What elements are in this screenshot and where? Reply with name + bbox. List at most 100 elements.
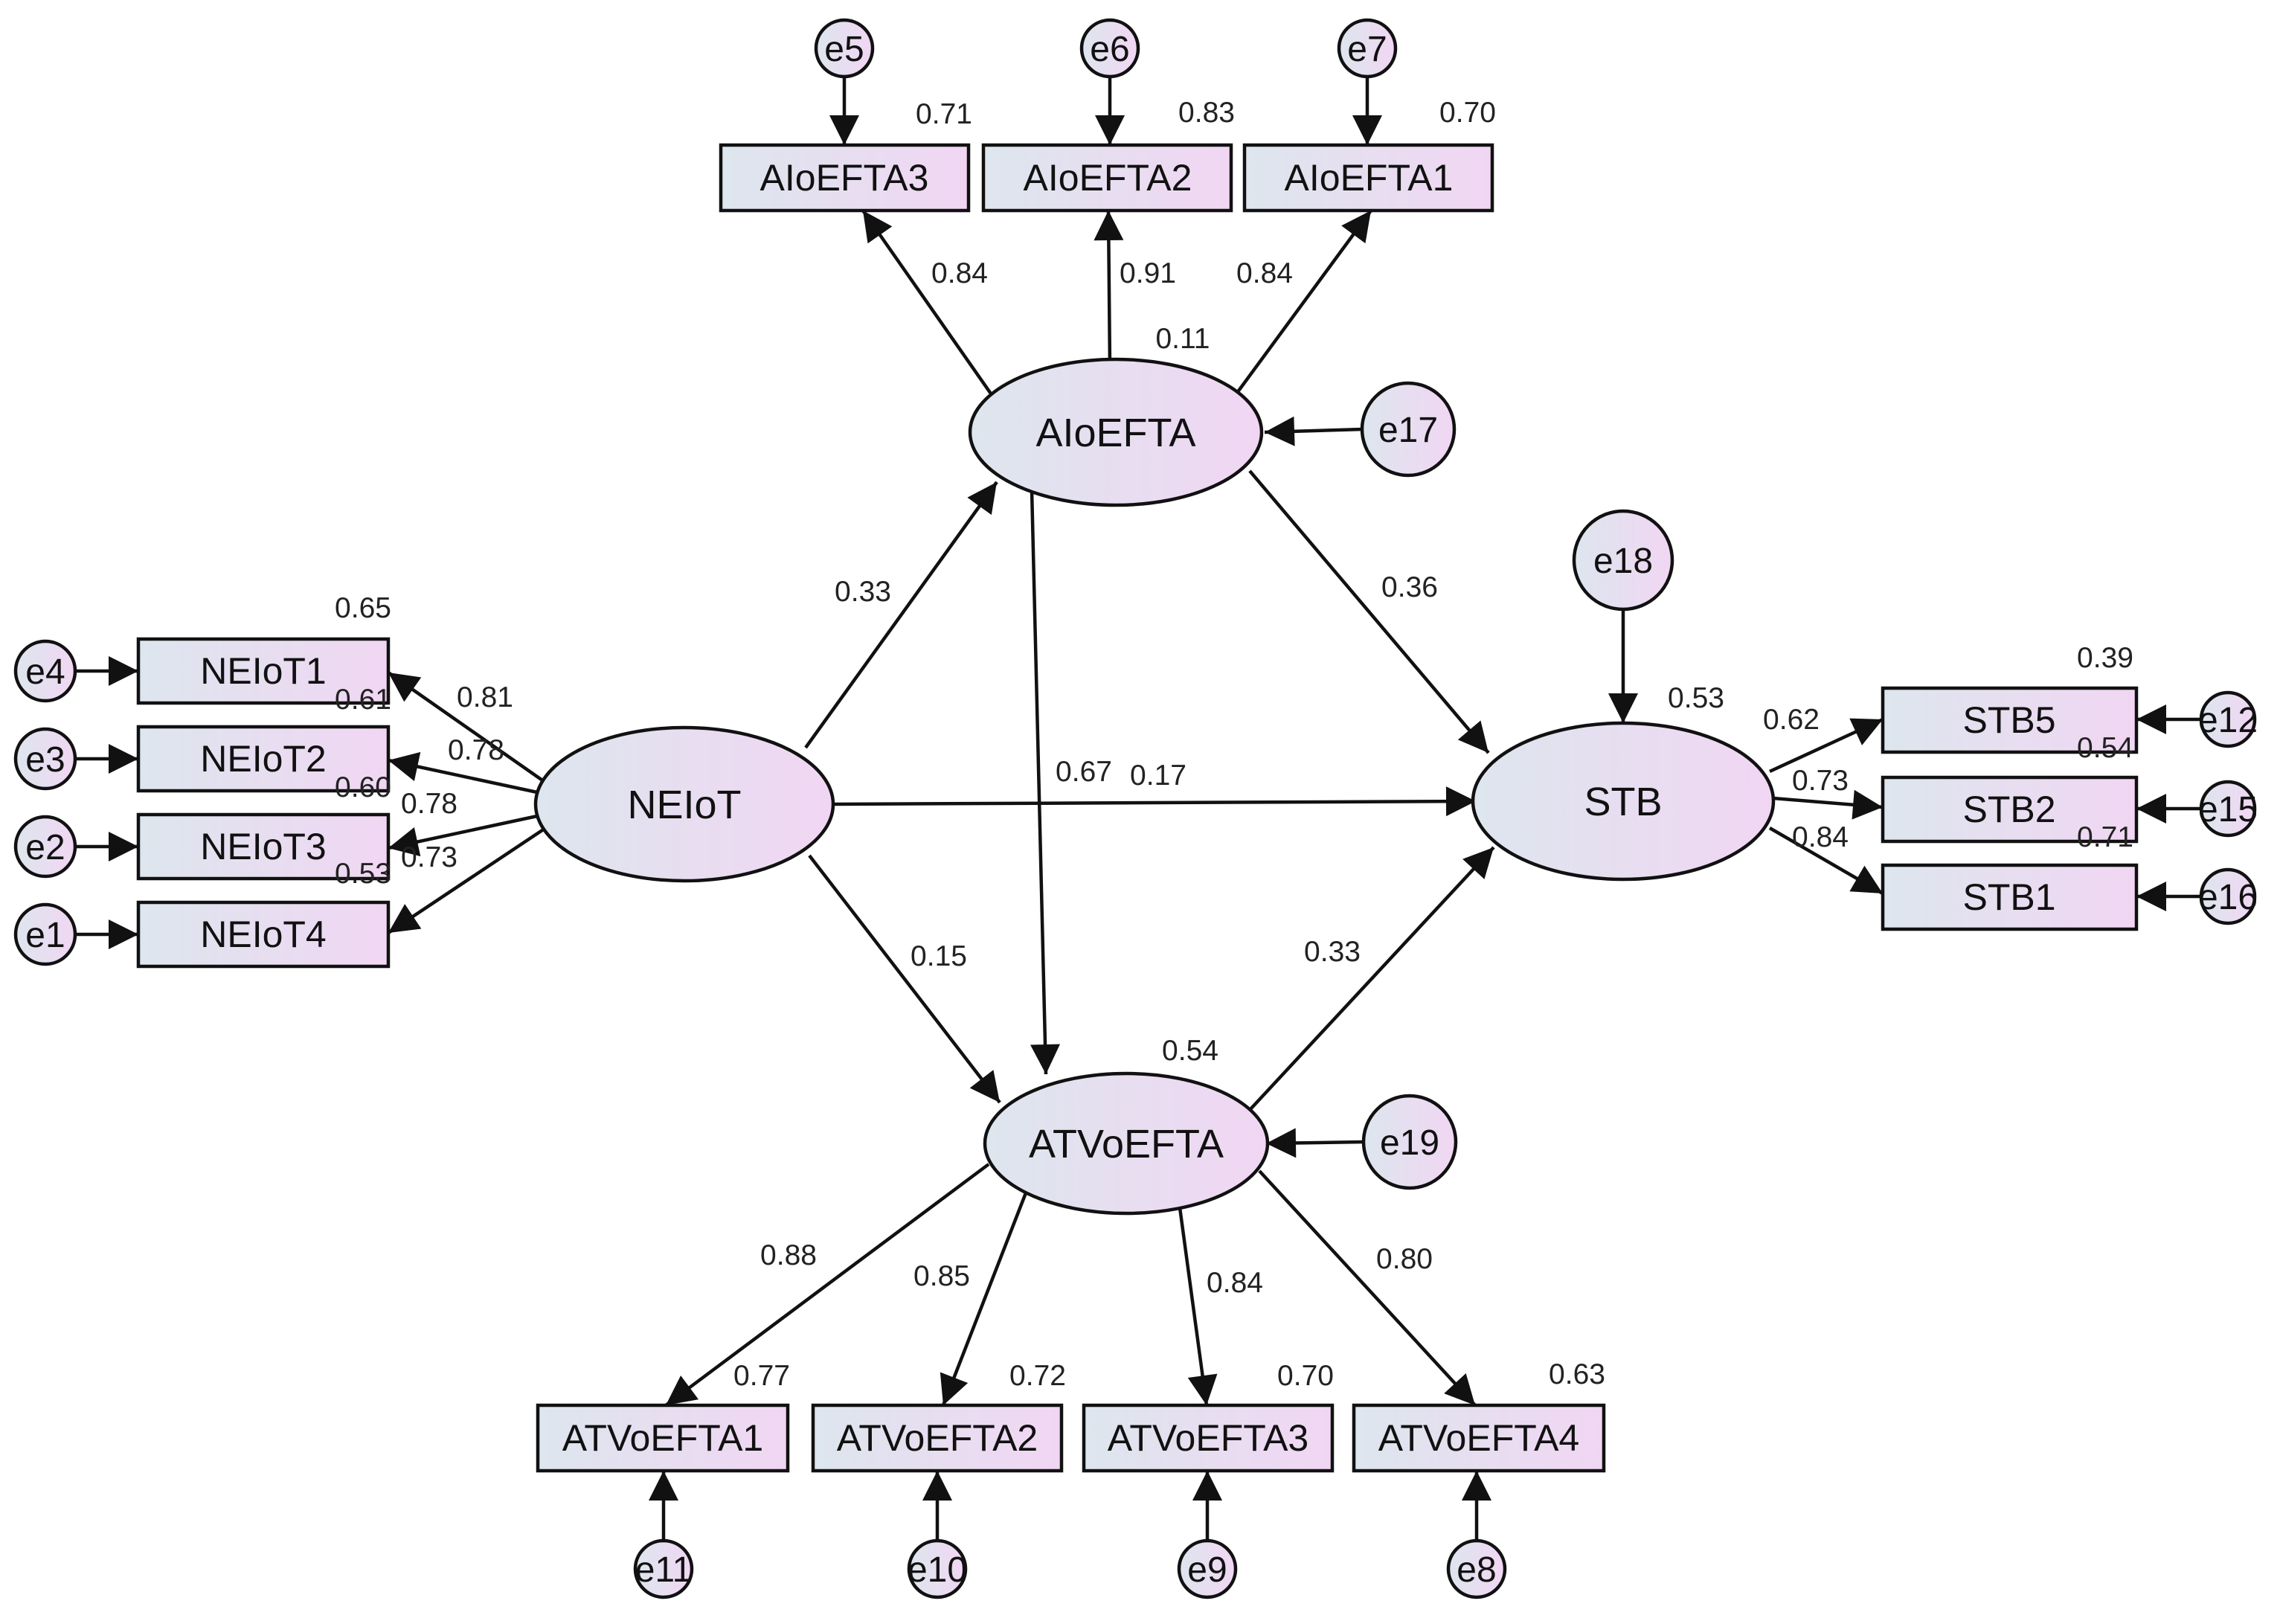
error-e4: e4 bbox=[13, 639, 77, 703]
observed-neiot4: NEIoT4 bbox=[136, 900, 391, 969]
observed-atvoefta1: ATVoEFTA1 bbox=[536, 1403, 790, 1473]
error-arrow-e19 bbox=[1265, 1128, 1364, 1158]
observed-aioefta3: AIoEFTA3 bbox=[719, 143, 971, 213]
observed-label: NEIoT2 bbox=[200, 738, 327, 780]
loading-stb5: 0.62 bbox=[1763, 704, 1820, 736]
observed-atvoefta2: ATVoEFTA2 bbox=[811, 1403, 1064, 1473]
rsq-atvoefta2: 0.72 bbox=[1009, 1360, 1066, 1392]
error-label: e9 bbox=[1187, 1550, 1227, 1590]
loading-neiot1: 0.81 bbox=[457, 681, 513, 713]
error-e12: e12 bbox=[2198, 690, 2258, 748]
loading-arrow-stb1 bbox=[1768, 827, 1884, 895]
coef-neiot-atvoefta: 0.15 bbox=[911, 940, 967, 972]
path-aioefta-stb bbox=[1248, 469, 1490, 754]
error-label: e7 bbox=[1347, 30, 1387, 69]
error-e19: e19 bbox=[1361, 1094, 1458, 1190]
loading-atvoefta3: 0.84 bbox=[1207, 1267, 1263, 1299]
loading-atvoefta2: 0.85 bbox=[913, 1260, 970, 1292]
error-label: e10 bbox=[908, 1550, 967, 1590]
error-e15: e15 bbox=[2198, 780, 2258, 838]
loading-arrow-atvoefta1 bbox=[664, 1163, 990, 1407]
error-e7: e7 bbox=[1337, 18, 1398, 79]
rsq-neiot1: 0.65 bbox=[335, 592, 391, 624]
observed-atvoefta4: ATVoEFTA4 bbox=[1352, 1403, 1606, 1473]
path-atvoefta-stb bbox=[1248, 846, 1495, 1111]
error-e18: e18 bbox=[1572, 509, 1674, 612]
latent-label: ATVoEFTA bbox=[1029, 1122, 1224, 1166]
error-e9: e9 bbox=[1177, 1538, 1238, 1599]
observed-label: ATVoEFTA4 bbox=[1378, 1417, 1579, 1459]
loading-atvoefta4: 0.80 bbox=[1376, 1243, 1433, 1275]
coef-aioefta-atvoefta: 0.67 bbox=[1056, 756, 1112, 788]
error-label: e6 bbox=[1090, 30, 1129, 69]
rsq-aioefta: 0.11 bbox=[1155, 323, 1210, 355]
error-e1: e1 bbox=[13, 902, 77, 966]
error-e2: e2 bbox=[13, 815, 77, 879]
latent-stb: STB bbox=[1471, 721, 1776, 882]
rsq-atvoefta3: 0.70 bbox=[1277, 1360, 1334, 1392]
rsq-atvoefta: 0.54 bbox=[1162, 1035, 1218, 1067]
error-e11: e11 bbox=[633, 1538, 694, 1599]
latent-label: AIoEFTA bbox=[1035, 411, 1195, 455]
loading-stb1: 0.84 bbox=[1792, 821, 1849, 853]
loading-aioefta3: 0.84 bbox=[931, 257, 988, 289]
loading-arrow-stb5 bbox=[1769, 717, 1884, 774]
observed-label: NEIoT1 bbox=[200, 650, 327, 692]
error-label: e3 bbox=[25, 740, 65, 780]
error-e10: e10 bbox=[907, 1538, 968, 1599]
loading-neiot4: 0.73 bbox=[401, 841, 457, 873]
observed-label: ATVoEFTA2 bbox=[837, 1417, 1038, 1459]
observed-aioefta1: AIoEFTA1 bbox=[1242, 143, 1494, 213]
rsq-neiot3: 0.60 bbox=[335, 771, 391, 803]
loading-stb2: 0.73 bbox=[1792, 765, 1849, 797]
loading-arrow-aioefta2 bbox=[1094, 210, 1124, 368]
observed-neiot1: NEIoT1 bbox=[136, 637, 391, 705]
loading-arrow-neiot4 bbox=[387, 826, 548, 934]
observed-stb2: STB2 bbox=[1881, 775, 2139, 844]
path-neiot-atvoefta bbox=[808, 854, 1001, 1104]
latent-label: STB bbox=[1584, 780, 1662, 824]
error-label: e5 bbox=[824, 30, 864, 69]
error-e8: e8 bbox=[1446, 1538, 1507, 1599]
error-label: e4 bbox=[25, 652, 65, 692]
coef-atvoefta-stb: 0.33 bbox=[1304, 936, 1361, 968]
loading-arrow-atvoefta2 bbox=[940, 1190, 1029, 1406]
latent-aioefta: AIoEFTA bbox=[968, 357, 1264, 507]
path-neiot-aioefta bbox=[804, 481, 998, 749]
error-label: e18 bbox=[1593, 542, 1653, 581]
loading-arrow-stb2 bbox=[1773, 789, 1884, 820]
rsq-aioefta3: 0.71 bbox=[916, 98, 972, 130]
coef-aioefta-stb: 0.36 bbox=[1381, 571, 1438, 603]
loading-neiot3: 0.78 bbox=[401, 788, 457, 820]
rsq-stb: 0.53 bbox=[1668, 682, 1724, 714]
latent-atvoefta: ATVoEFTA bbox=[983, 1071, 1270, 1216]
loading-aioefta1: 0.84 bbox=[1236, 257, 1293, 289]
error-label: e2 bbox=[25, 828, 65, 867]
observed-label: AIoEFTA2 bbox=[1024, 157, 1192, 199]
latent-label: NEIoT bbox=[627, 783, 741, 827]
observed-neiot3: NEIoT3 bbox=[136, 812, 391, 881]
path-aioefta-atvoefta bbox=[1030, 489, 1061, 1075]
observed-aioefta2: AIoEFTA2 bbox=[981, 143, 1233, 213]
error-e16: e16 bbox=[2198, 867, 2258, 925]
observed-label: AIoEFTA3 bbox=[760, 157, 929, 199]
rsq-neiot4: 0.53 bbox=[335, 858, 391, 890]
observed-label: ATVoEFTA3 bbox=[1108, 1417, 1308, 1459]
error-arrow-e17 bbox=[1264, 416, 1364, 446]
observed-label: STB5 bbox=[1962, 699, 2055, 741]
rsq-stb5: 0.39 bbox=[2077, 642, 2133, 674]
observed-label: STB2 bbox=[1962, 789, 2055, 830]
error-e17: e17 bbox=[1360, 381, 1457, 478]
observed-label: NEIoT3 bbox=[200, 826, 327, 867]
rsq-atvoefta4: 0.63 bbox=[1549, 1358, 1605, 1390]
observed-label: STB1 bbox=[1962, 876, 2055, 918]
rsq-atvoefta1: 0.77 bbox=[733, 1360, 790, 1392]
error-e3: e3 bbox=[13, 727, 77, 791]
observed-neiot2: NEIoT2 bbox=[136, 725, 391, 793]
error-label: e16 bbox=[2198, 878, 2258, 917]
coef-neiot-aioefta: 0.33 bbox=[835, 576, 891, 608]
observed-label: ATVoEFTA1 bbox=[562, 1417, 763, 1459]
loading-arrow-aioefta3 bbox=[861, 209, 994, 397]
error-label: e12 bbox=[2198, 701, 2258, 740]
error-label: e11 bbox=[635, 1550, 693, 1590]
